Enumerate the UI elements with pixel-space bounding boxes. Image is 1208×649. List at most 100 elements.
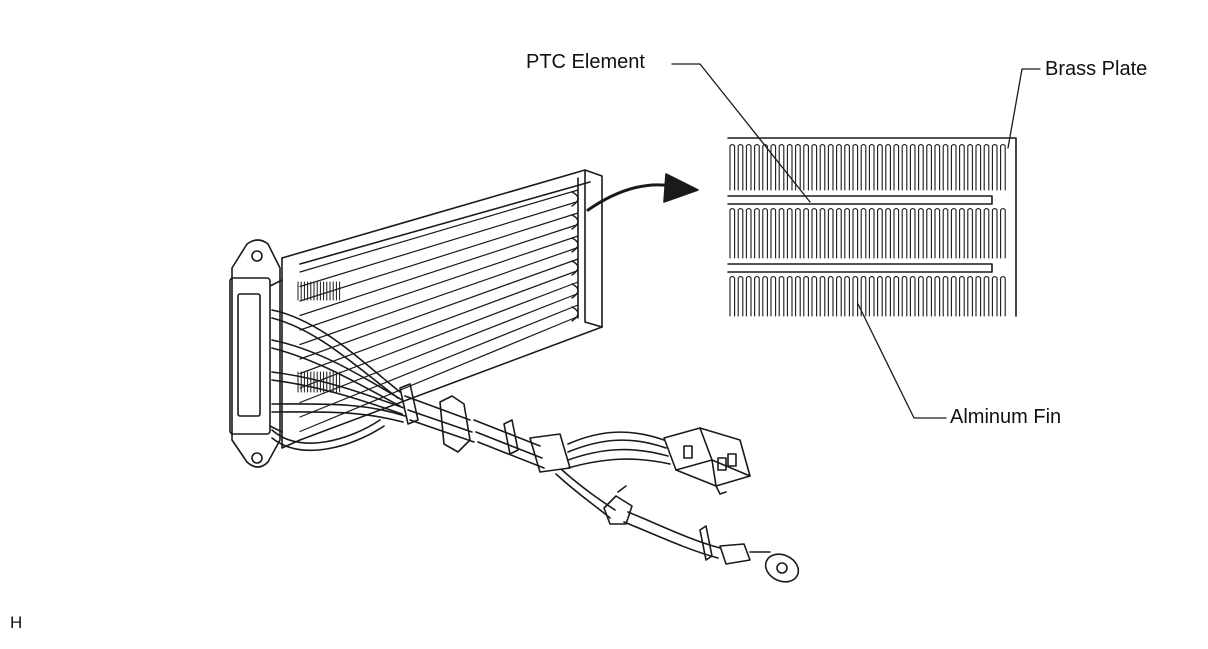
fin <box>967 275 973 317</box>
ptc-element-strip-2 <box>727 263 993 273</box>
fin <box>885 143 891 191</box>
fin <box>778 275 785 317</box>
fin <box>786 207 793 259</box>
fin <box>926 275 932 317</box>
fin <box>967 207 973 259</box>
fin <box>770 143 777 191</box>
fin <box>975 143 982 191</box>
fin <box>860 207 867 259</box>
tube-cap <box>571 306 579 322</box>
fin <box>934 207 941 259</box>
tube-line <box>299 189 579 273</box>
fin <box>942 143 949 191</box>
tube-line <box>299 281 579 389</box>
fin <box>729 207 736 259</box>
fin <box>754 207 760 259</box>
fin <box>901 207 908 259</box>
fin <box>745 275 752 317</box>
fin <box>1000 143 1006 191</box>
fin <box>918 143 924 191</box>
tube-line <box>299 304 579 418</box>
fin <box>893 143 900 191</box>
fin <box>926 143 932 191</box>
fin <box>803 143 809 191</box>
tube-cap <box>571 191 579 207</box>
fin <box>836 275 842 317</box>
fin <box>934 275 941 317</box>
fin <box>983 207 990 259</box>
fin <box>803 275 809 317</box>
fin <box>778 143 785 191</box>
tube-cap <box>571 283 579 299</box>
fin <box>762 207 768 259</box>
fin <box>860 143 867 191</box>
fin <box>844 143 850 191</box>
fin <box>893 207 900 259</box>
fin <box>786 275 793 317</box>
figure-code: H <box>10 613 23 632</box>
tube-line <box>299 212 579 302</box>
fin <box>860 275 867 317</box>
fin <box>852 207 859 259</box>
fin <box>819 207 826 259</box>
fin <box>786 143 793 191</box>
fin <box>827 275 834 317</box>
tube-cap <box>571 237 579 253</box>
fin <box>868 143 875 191</box>
tube-line <box>299 292 579 404</box>
fin <box>942 275 949 317</box>
leader-aluminum-fin <box>857 303 947 419</box>
leader-brass-plate <box>1007 68 1041 149</box>
fin <box>836 207 842 259</box>
fin <box>868 207 875 259</box>
fin <box>885 207 891 259</box>
fin <box>918 207 924 259</box>
fin <box>852 275 859 317</box>
tube-end-caps <box>571 191 579 322</box>
tube-cap <box>571 214 579 230</box>
mounting-bracket <box>229 239 283 468</box>
fin <box>893 275 900 317</box>
fin <box>959 143 965 191</box>
fin <box>737 275 744 317</box>
tube-line <box>299 315 579 433</box>
fin-row-top <box>729 143 1006 191</box>
tube-line <box>299 269 579 375</box>
fin <box>909 207 916 259</box>
fin <box>827 207 834 259</box>
fin <box>811 275 818 317</box>
tube-cap <box>571 260 579 276</box>
fin <box>844 207 850 259</box>
harness-sleeve <box>529 433 571 473</box>
fin <box>991 143 998 191</box>
fin <box>762 275 768 317</box>
fin <box>877 143 883 191</box>
fin <box>795 207 801 259</box>
core-fins <box>297 281 341 393</box>
fin <box>909 275 916 317</box>
fin <box>885 275 891 317</box>
fin <box>991 275 998 317</box>
detail-panel <box>727 137 1017 317</box>
ground-terminal <box>603 485 800 583</box>
bolt-hole-bottom <box>251 452 263 464</box>
fin-row-bottom <box>729 275 1006 317</box>
fin <box>975 275 982 317</box>
fin <box>778 207 785 259</box>
fin <box>754 143 760 191</box>
tube-line <box>299 223 579 317</box>
fin <box>811 143 818 191</box>
fin <box>770 207 777 259</box>
fin <box>959 275 965 317</box>
fin <box>991 207 998 259</box>
leader-lines <box>671 63 1041 419</box>
bolt-hole-top <box>251 250 263 262</box>
fin <box>737 143 744 191</box>
fin <box>795 275 801 317</box>
fin <box>737 207 744 259</box>
fin <box>983 143 990 191</box>
fin <box>819 275 826 317</box>
electrical-connector <box>663 427 751 495</box>
